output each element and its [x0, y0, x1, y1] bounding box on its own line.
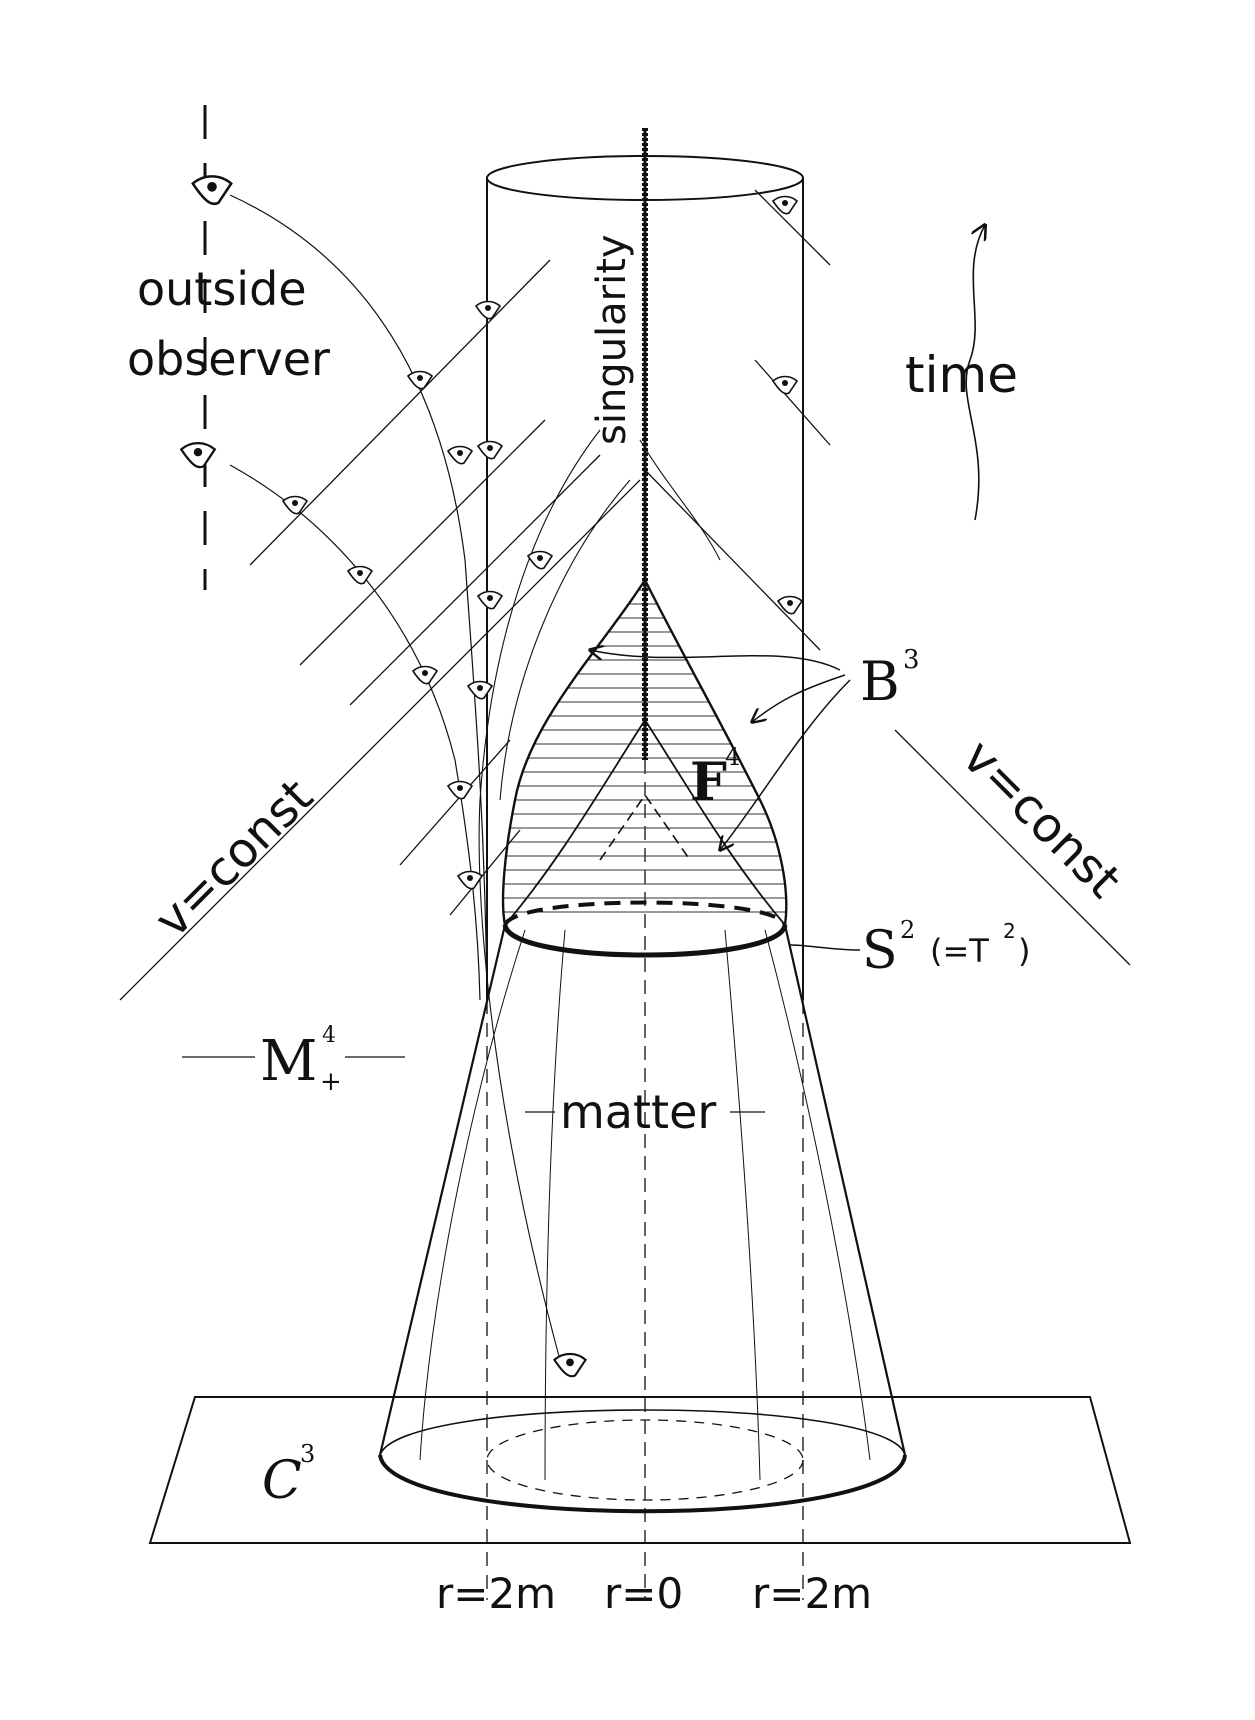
svg-text:4: 4	[725, 743, 740, 771]
eye-icon	[526, 550, 554, 570]
time-label: time	[905, 346, 1018, 404]
svg-text:(=T: (=T	[930, 932, 989, 970]
svg-text:+: +	[320, 1067, 342, 1097]
eye-icon	[191, 175, 233, 206]
f4-label: F 4	[690, 743, 740, 813]
singularity-label: singularity	[589, 234, 635, 445]
svg-text:F: F	[690, 752, 727, 813]
observer-eyes	[179, 175, 804, 1378]
eye-icon	[476, 440, 504, 460]
svg-text:C: C	[262, 1451, 302, 1511]
matter-cone	[378, 924, 907, 1514]
eye-icon	[771, 195, 799, 215]
v-const-left-label: v=const	[144, 768, 324, 948]
s2-label: S 2 (=T 2 )	[862, 916, 1030, 981]
v-const-lines	[119, 189, 1131, 1001]
inner-cone-f4	[504, 719, 786, 926]
r-2m-left-label: r=2m	[436, 1569, 556, 1618]
eye-icon	[406, 370, 434, 390]
r-0-label: r=0	[604, 1569, 683, 1618]
eye-icon	[446, 445, 474, 465]
svg-text:matter: matter	[560, 1085, 716, 1139]
svg-text:2: 2	[1003, 919, 1016, 943]
svg-text:B: B	[860, 650, 900, 713]
observer-label: observer	[127, 332, 330, 386]
c3-label: C 3	[262, 1440, 315, 1511]
eye-icon	[456, 870, 484, 890]
m4-label: M 4 +	[182, 1023, 405, 1097]
light-rays	[229, 194, 721, 1361]
eye-icon	[474, 300, 502, 320]
svg-text:2: 2	[900, 916, 915, 944]
svg-text:3: 3	[903, 645, 920, 675]
v-const-right-label: v=const	[952, 729, 1132, 909]
svg-text:3: 3	[300, 1440, 315, 1468]
eye-icon	[346, 565, 374, 585]
trapped-surface-s2	[502, 900, 788, 958]
b3-pointer-arrows	[590, 650, 851, 850]
eye-icon	[553, 1352, 587, 1378]
wavy-arrow-icon	[965, 225, 985, 521]
outside-label: outside	[137, 262, 307, 316]
eye-icon	[411, 665, 439, 685]
r-2m-right-label: r=2m	[752, 1569, 872, 1618]
eye-icon	[179, 441, 217, 469]
b3-label: B 3	[860, 645, 920, 713]
svg-text:4: 4	[322, 1023, 336, 1048]
svg-text:): )	[1018, 932, 1030, 970]
matter-label: matter	[525, 1085, 765, 1139]
eye-icon	[281, 495, 309, 515]
eye-icon	[466, 680, 494, 700]
s2-pointer	[789, 944, 861, 951]
svg-text:S: S	[862, 921, 898, 981]
eye-icon	[476, 590, 504, 610]
eye-icon	[771, 375, 799, 395]
svg-text:M: M	[260, 1029, 317, 1094]
eye-icon	[446, 780, 474, 800]
eye-icon	[776, 595, 804, 615]
